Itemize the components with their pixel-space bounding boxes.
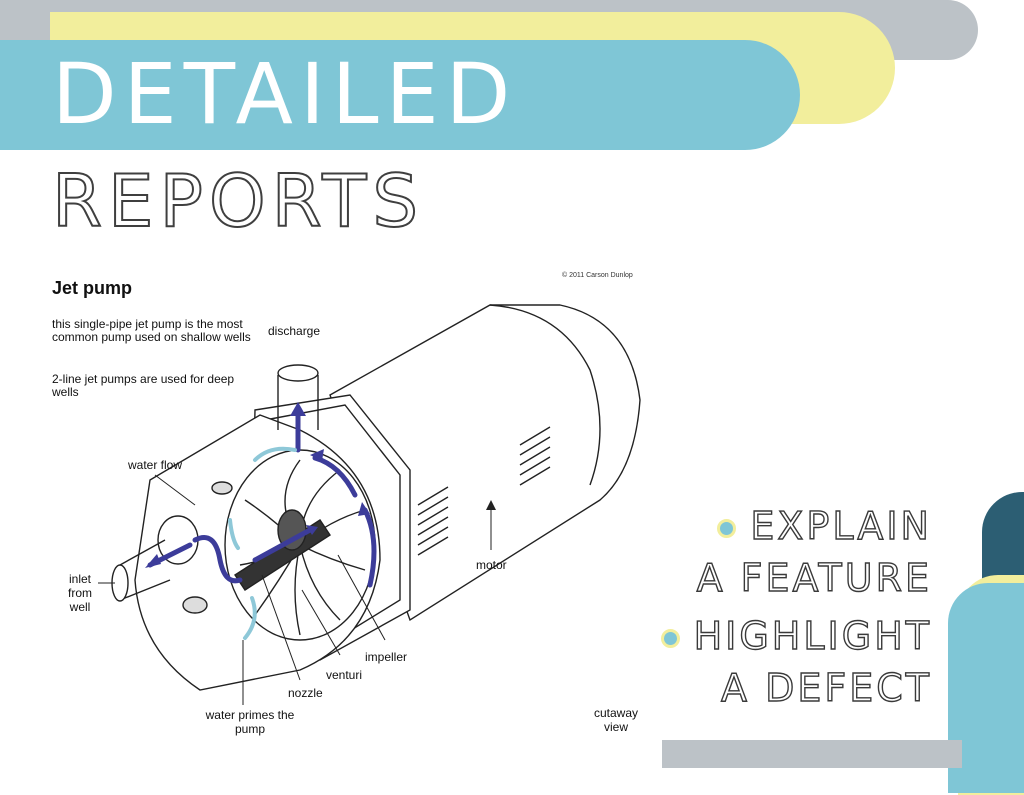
motor-vents-upper <box>519 426 551 486</box>
slide-title-line2: REPORTS <box>51 159 425 243</box>
label-motor: motor <box>476 558 507 572</box>
arrowhead-venturi-icon <box>306 525 318 535</box>
bullet-dot-icon <box>660 629 680 648</box>
arrowhead-inlet-icon <box>145 554 161 568</box>
diagram-note-1: this single-pipe jet pump is the most co… <box>52 317 251 344</box>
label-nozzle: nozzle <box>288 686 323 700</box>
flow-arrow-impeller-right <box>362 507 377 588</box>
arrowhead-impeller-icon <box>358 502 370 516</box>
flow-arrow-jet <box>192 535 243 584</box>
bullet-2-line1: HIGHLIGHT <box>693 613 932 658</box>
label-discharge: discharge <box>268 324 321 338</box>
bullet-explain: EXPLAIN A FEATURE <box>661 500 932 604</box>
slide-title-line1: DETAILED <box>52 45 518 143</box>
label-impeller: impeller <box>365 650 408 664</box>
pump-housing <box>134 414 381 691</box>
leader-nozzle <box>261 574 301 681</box>
label-venturi: venturi <box>326 668 363 682</box>
jet-pump-diagram <box>98 304 641 705</box>
bullet-list: EXPLAIN A FEATURE HIGHLIGHT A DEFECT <box>660 500 932 720</box>
drain-plug <box>182 596 208 614</box>
bullet-highlight: HIGHLIGHT A DEFECT <box>660 610 932 714</box>
inlet-pipe <box>119 539 171 601</box>
bullet-2-line2: A DEFECT <box>720 665 932 710</box>
arrowhead-discharge-icon <box>290 402 306 416</box>
flow-arrow-venturi <box>252 527 313 563</box>
label-cutaway: cutaway view <box>593 706 639 734</box>
diagram-copyright: © 2011 Carson Dunlop <box>562 272 633 279</box>
decor-bottom-band <box>662 740 962 768</box>
bullet-1-line2: A FEATURE <box>696 555 932 600</box>
flow-arrow-light-top <box>253 446 297 462</box>
label-water-primes: water primes the pump <box>205 708 295 736</box>
leader-impeller <box>337 554 386 641</box>
bullet-1-line1: EXPLAIN <box>750 503 932 548</box>
leader-water-flow <box>154 474 196 506</box>
motor-vents-lower <box>417 486 449 556</box>
discharge-pipe <box>277 375 319 430</box>
bullet-dot-icon <box>717 519 737 538</box>
motor-arrow-icon <box>486 500 496 510</box>
flow-arrow-light-mid <box>228 518 240 550</box>
label-water-flow: water flow <box>128 458 183 472</box>
leader-venturi <box>301 589 341 656</box>
flow-arrow-light-bottom <box>243 596 257 640</box>
discharge-opening <box>277 364 319 382</box>
diagram-note-2: 2-line jet pumps are used for deep wells <box>52 372 235 399</box>
header-band-blue <box>0 40 800 150</box>
diagram-title: Jet pump <box>52 278 133 298</box>
label-inlet: inlet from well <box>68 572 92 614</box>
priming-plug <box>211 481 233 495</box>
motor-curve <box>489 304 601 486</box>
arrowhead-impeller-top-icon <box>310 449 324 461</box>
